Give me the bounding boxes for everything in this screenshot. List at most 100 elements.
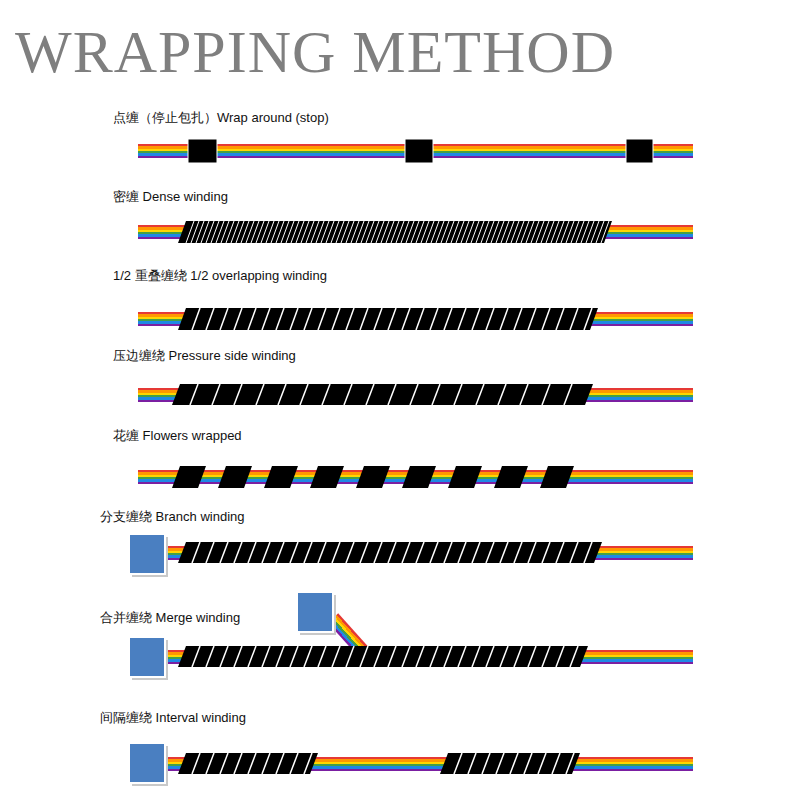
hatch-stroke: [542, 308, 550, 330]
hatch-stroke: [528, 542, 536, 563]
hatch-stroke: [461, 221, 469, 243]
hatch-stroke: [416, 221, 424, 243]
hatch-stroke: [468, 753, 476, 774]
hatch-stroke: [351, 221, 359, 243]
hatch-stroke: [416, 308, 424, 330]
hatch-stroke: [410, 384, 418, 405]
hatch-stroke: [496, 753, 504, 774]
hatch-stroke: [511, 221, 519, 243]
hatch-stroke: [332, 646, 340, 667]
hatch-stroke: [221, 221, 229, 243]
hatch-stroke: [276, 221, 284, 243]
hatch-stroke: [432, 384, 440, 405]
hatch-stroke: [471, 221, 479, 243]
hatch-stroke: [286, 221, 294, 243]
hatch-stroke: [458, 646, 466, 667]
hatch-stroke: [191, 221, 199, 243]
hatch-stroke: [220, 308, 228, 330]
hatch-stroke: [401, 221, 409, 243]
flower-wrap: [310, 466, 344, 488]
hatch-stroke: [542, 542, 550, 563]
hatch-stroke: [220, 753, 228, 774]
connector-block: [129, 534, 165, 574]
hatch-stroke: [496, 221, 504, 243]
hatch-stroke: [220, 646, 228, 667]
hatch-stroke: [246, 221, 254, 243]
hatch-stroke: [256, 384, 264, 405]
hatch-stroke: [500, 308, 508, 330]
hatch-stroke: [416, 542, 424, 563]
hatch-stroke: [332, 308, 340, 330]
merge-wrap: [178, 646, 588, 667]
method-label: 1/2 重叠缠绕 1/2 overlapping winding: [113, 268, 327, 284]
hatch-stroke: [234, 753, 242, 774]
hatch-stroke: [581, 221, 589, 243]
hatch-stroke: [361, 221, 369, 243]
hatch-stroke: [262, 646, 270, 667]
hatch-stroke: [501, 221, 509, 243]
hatch-stroke: [318, 542, 326, 563]
hatch-stroke: [331, 221, 339, 243]
hatch-stroke: [491, 221, 499, 243]
hatch-stroke: [406, 221, 414, 243]
hatch-stroke: [566, 753, 574, 774]
hatch-stroke: [360, 308, 368, 330]
hatch-stroke: [381, 221, 389, 243]
method-label: 间隔缠绕 Interval winding: [100, 710, 246, 726]
hatch-stroke: [201, 221, 209, 243]
hatch-stroke: [486, 221, 494, 243]
hatch-stroke: [402, 542, 410, 563]
hatch-stroke: [436, 221, 444, 243]
interval-wrap: [178, 753, 318, 774]
hatch-stroke: [360, 646, 368, 667]
hatch-stroke: [271, 221, 279, 243]
hatch-stroke: [316, 221, 324, 243]
hatch-stroke: [486, 308, 494, 330]
method-label: 分支缠绕 Branch winding: [100, 509, 245, 525]
method-label: 压边缠绕 Pressure side winding: [113, 348, 296, 364]
connector-block: [129, 743, 165, 783]
hatch-stroke: [570, 308, 578, 330]
hatch-stroke: [304, 646, 312, 667]
method-label: 花缠 Flowers wrapped: [113, 428, 242, 444]
hatch-stroke: [281, 221, 289, 243]
hatch-stroke: [472, 646, 480, 667]
hatch-stroke: [192, 308, 200, 330]
hatch-stroke: [586, 221, 594, 243]
method-label: 密缠 Dense winding: [113, 189, 228, 205]
hatch-stroke: [220, 542, 228, 563]
hatch-stroke: [476, 221, 484, 243]
hatch-stroke: [520, 384, 528, 405]
hatch-stroke: [458, 542, 466, 563]
hatch-stroke: [556, 646, 564, 667]
hatch-stroke: [318, 308, 326, 330]
flower-wrap: [264, 466, 298, 488]
hatch-stroke: [454, 753, 462, 774]
hatch-stroke: [344, 384, 352, 405]
hatch-stroke: [402, 308, 410, 330]
hatch-stroke: [546, 221, 554, 243]
hatch-stroke: [346, 542, 354, 563]
hatch-stroke: [311, 221, 319, 243]
flower-wrap: [448, 466, 482, 488]
hatch-stroke: [376, 221, 384, 243]
hatch-stroke: [396, 221, 404, 243]
hatch-stroke: [360, 542, 368, 563]
hatch-stroke: [552, 753, 560, 774]
hatch-stroke: [276, 308, 284, 330]
hatch-stroke: [276, 646, 284, 667]
hatch-stroke: [290, 646, 298, 667]
hatch-stroke: [321, 221, 329, 243]
hatch-stroke: [301, 221, 309, 243]
hatch-stroke: [444, 646, 452, 667]
hatch-stroke: [564, 384, 572, 405]
hatch-stroke: [366, 221, 374, 243]
hatch-stroke: [510, 753, 518, 774]
hatch-stroke: [276, 542, 284, 563]
hatch-stroke: [421, 221, 429, 243]
method-label: 点缠（停止包扎）Wrap around (stop): [113, 110, 329, 126]
hatch-stroke: [596, 221, 604, 243]
hatch-stroke: [524, 753, 532, 774]
hatch-stroke: [234, 308, 242, 330]
hatch-stroke: [561, 221, 569, 243]
